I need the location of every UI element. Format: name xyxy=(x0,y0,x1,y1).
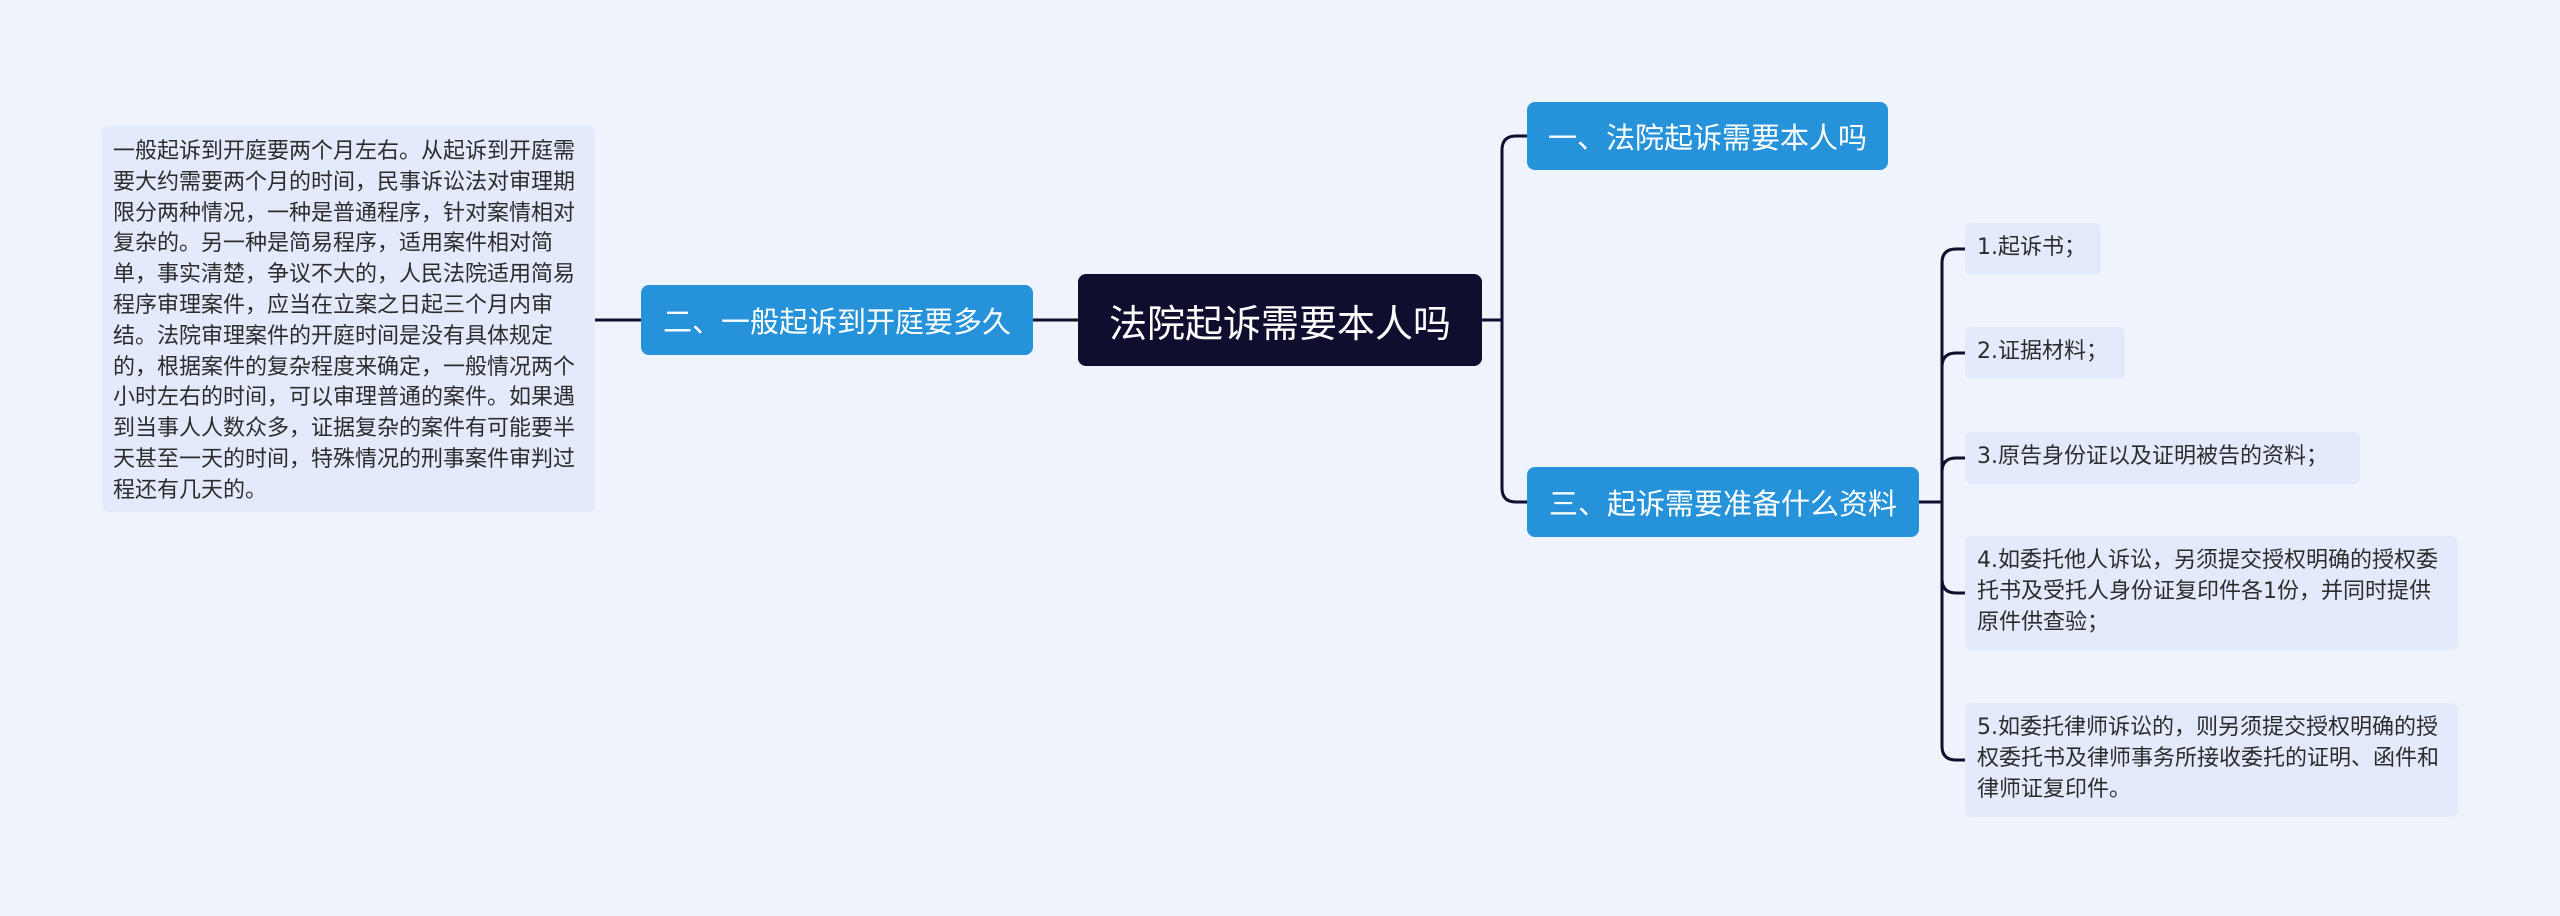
connector-trunk-to-branch-3 xyxy=(1500,318,1529,504)
material-item-1[interactable]: 1.起诉书； xyxy=(1965,223,2101,275)
connector-to-item-1 xyxy=(1940,247,1967,504)
branch-2-detail-text: 一般起诉到开庭要两个月左右。从起诉到开庭需要大约需要两个月的时间，民事诉讼法对审… xyxy=(113,139,576,503)
material-item-3[interactable]: 3.原告身份证以及证明被告的资料； xyxy=(1965,432,2360,484)
branch-node-2-label: 二、一般起诉到开庭要多久 xyxy=(662,305,1011,339)
branch-node-3[interactable]: 三、起诉需要准备什么资料 xyxy=(1527,467,1919,537)
root-node[interactable]: 法院起诉需要本人吗 xyxy=(1078,274,1482,366)
material-item-4[interactable]: 4.如委托他人诉讼，另须提交授权明确的授权委托书及受托人身份证复印件各1份，并同… xyxy=(1965,536,2458,650)
connector-trunk-to-branch-1 xyxy=(1500,134,1529,322)
branch-node-3-label: 三、起诉需要准备什么资料 xyxy=(1548,487,1897,521)
connector-to-item-4 xyxy=(1940,500,1967,595)
branch-2-detail-node[interactable]: 一般起诉到开庭要两个月左右。从起诉到开庭需要大约需要两个月的时间，民事诉讼法对审… xyxy=(102,126,595,512)
root-node-label: 法院起诉需要本人吗 xyxy=(1108,301,1451,346)
material-item-4-text: 4.如委托他人诉讼，另须提交授权明确的授权委托书及受托人身份证复印件各1份，并同… xyxy=(1977,548,2438,635)
connector-to-item-3 xyxy=(1940,456,1967,504)
material-item-3-text: 3.原告身份证以及证明被告的资料； xyxy=(1977,444,2328,469)
connector-to-item-2 xyxy=(1940,351,1967,504)
material-item-1-text: 1.起诉书； xyxy=(1977,235,2086,260)
material-item-5-text: 5.如委托律师诉讼的，则另须提交授权明确的授权委托书及律师事务所接收委托的证明、… xyxy=(1977,715,2440,802)
material-item-2[interactable]: 2.证据材料； xyxy=(1965,327,2125,379)
material-item-2-text: 2.证据材料； xyxy=(1977,339,2108,364)
connector-to-item-5 xyxy=(1940,500,1967,762)
material-item-5[interactable]: 5.如委托律师诉讼的，则另须提交授权明确的授权委托书及律师事务所接收委托的证明、… xyxy=(1965,703,2458,817)
branch-node-2[interactable]: 二、一般起诉到开庭要多久 xyxy=(641,285,1033,355)
branch-node-1-label: 一、法院起诉需要本人吗 xyxy=(1547,121,1867,155)
branch-node-1[interactable]: 一、法院起诉需要本人吗 xyxy=(1527,102,1888,170)
